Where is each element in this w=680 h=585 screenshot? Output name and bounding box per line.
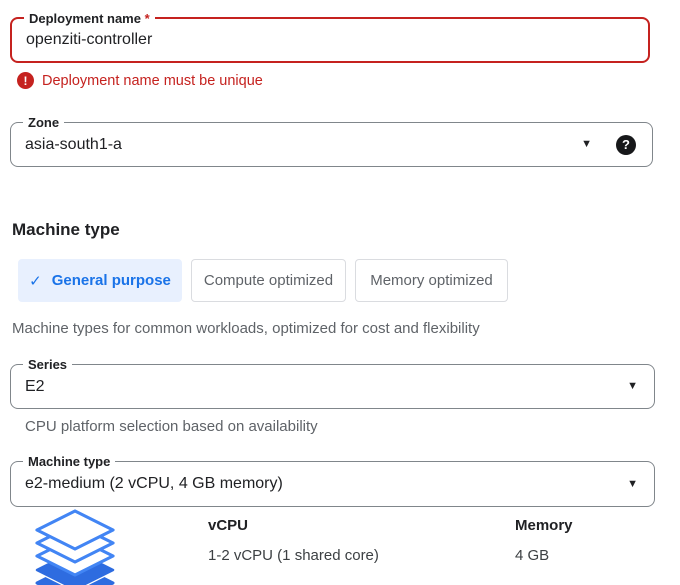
memory-header: Memory [515,517,573,534]
cpu-platform-note: CPU platform selection based on availabi… [25,418,318,435]
machine-type-select[interactable]: Machine type e2-medium (2 vCPU, 4 GB mem… [10,453,655,507]
machine-type-tabs: ✓ General purpose Compute optimized Memo… [18,259,508,302]
memory-value: 4 GB [515,547,550,564]
deployment-name-field[interactable]: Deployment name * [10,10,650,63]
deployment-name-error: ! Deployment name must be unique [17,72,263,89]
zone-select[interactable]: Zone asia-south1-a ▼ ? [10,114,653,167]
machine-type-description: Machine types for common workloads, opti… [12,320,480,337]
machine-type-value: e2-medium (2 vCPU, 4 GB memory) [25,475,283,492]
machine-layers-icon [33,509,117,585]
deployment-name-label: Deployment name * [24,10,155,27]
tab-label: General purpose [51,272,171,289]
tab-memory-optimized[interactable]: Memory optimized [355,259,508,302]
zone-value: asia-south1-a [25,135,122,153]
tab-label: Memory optimized [370,272,493,289]
machine-type-label: Machine type [23,453,116,470]
vcpu-value: 1-2 vCPU (1 shared core) [208,547,379,564]
chevron-down-icon[interactable]: ▼ [581,138,592,150]
vcpu-header: vCPU [208,517,249,534]
required-asterisk: * [144,11,150,26]
deployment-name-input[interactable] [26,31,586,49]
chevron-down-icon[interactable]: ▼ [627,380,638,392]
tab-general-purpose[interactable]: ✓ General purpose [18,259,182,302]
chevron-down-icon[interactable]: ▼ [627,477,638,490]
check-icon: ✓ [29,272,42,290]
series-label: Series [23,356,73,373]
machine-type-heading: Machine type [12,220,120,239]
error-message: Deployment name must be unique [42,72,263,89]
zone-label: Zone [23,114,65,131]
series-value: E2 [25,377,45,395]
tab-label: Compute optimized [203,272,334,289]
help-icon[interactable]: ? [616,134,636,155]
error-icon: ! [17,72,34,89]
tab-compute-optimized[interactable]: Compute optimized [191,259,346,302]
series-select[interactable]: Series E2 ▼ [10,356,655,409]
